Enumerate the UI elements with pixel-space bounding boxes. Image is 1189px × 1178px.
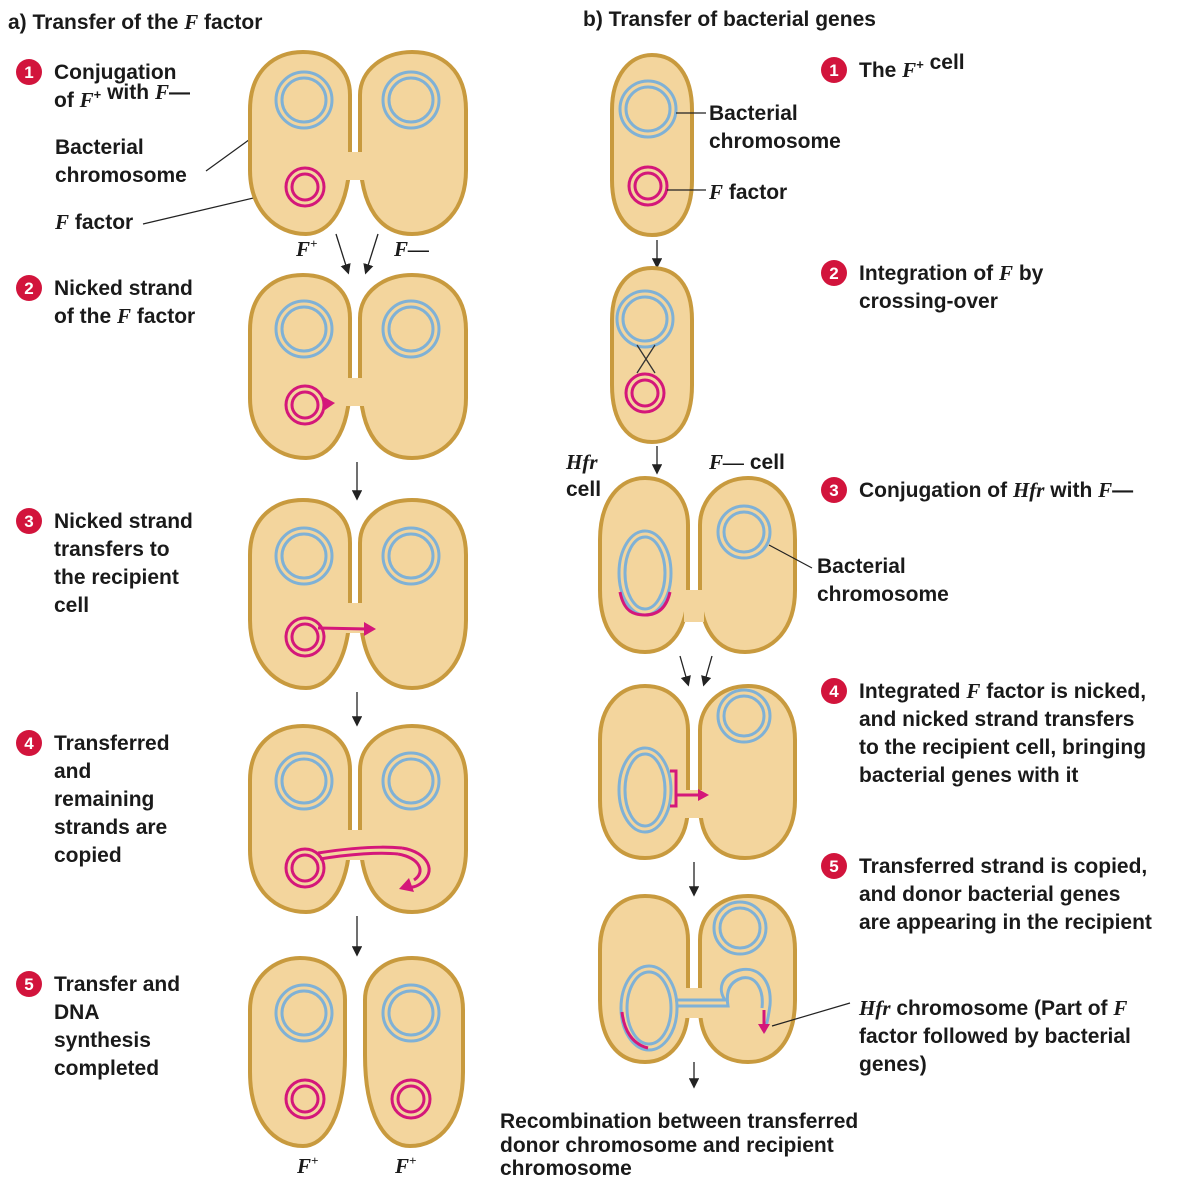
cell-pair-b4 (600, 686, 795, 858)
arrow-a-1-left (336, 234, 348, 272)
cell-pair-b5 (600, 896, 795, 1062)
svg-text:3: 3 (829, 481, 838, 500)
svg-text:5: 5 (829, 857, 838, 876)
svg-text:1: 1 (24, 63, 33, 82)
step-badge-a-1: 1 (16, 59, 42, 85)
step-label-b-2: Integration of F by (859, 261, 1044, 285)
label-bacterial-chromosome-b1: Bacterial chromosome (709, 102, 841, 153)
step-label-b-5: Transferred strand is copied, (859, 855, 1147, 878)
label-fplus-top: F+ (295, 236, 317, 261)
label-fminus-cell: F— cell (708, 450, 785, 474)
svg-text:chromosome: chromosome (500, 1157, 632, 1178)
step-badge-b-3: 3 (821, 477, 847, 503)
label-bacterial-chromosome-b2: Bacterial chromosome (817, 555, 949, 606)
svg-text:chromosome: chromosome (817, 583, 949, 606)
label-f-factor-a: F factor (54, 210, 133, 234)
arrow-a-1-right (366, 234, 378, 272)
step-label-a-2: of the F factor (54, 304, 195, 328)
step-badge-a-3: 3 (16, 508, 42, 534)
step-label-a-3: cell (54, 594, 89, 617)
step-label-b-3: Conjugation of Hfr with F— (859, 478, 1133, 502)
step-label-b-5: and donor bacterial genes (859, 883, 1120, 906)
label-fplus-bottom-left: F+ (296, 1153, 318, 1178)
panel-b-title: b) Transfer of bacterial genes (583, 8, 876, 31)
final-recombination-text: Recombination between transferred donor … (500, 1110, 858, 1178)
step-label-b-2: crossing-over (859, 290, 998, 313)
step-label-a-5: completed (54, 1057, 159, 1080)
hfr-note-line: factor followed by bacterial (859, 1025, 1131, 1048)
step-label-a-2: Nicked strand (54, 277, 193, 300)
step-badge-b-5: 5 (821, 853, 847, 879)
svg-text:Recombination between transfer: Recombination between transferred (500, 1110, 858, 1133)
step-badge-b-1: 1 (821, 57, 847, 83)
cell-pair-b3 (600, 478, 795, 652)
step-label-a-4: Transferred (54, 732, 170, 755)
label-fminus-top: F— (393, 237, 429, 261)
cell-pair-a2 (250, 275, 466, 458)
arrow-b-3-right (704, 656, 712, 684)
svg-text:Bacterial: Bacterial (817, 555, 906, 578)
step-label-a-4: strands are (54, 816, 167, 839)
hfr-note-line: genes) (859, 1053, 927, 1076)
hfr-note-line: Hfr chromosome (Part of F (858, 996, 1127, 1020)
svg-text:chromosome: chromosome (709, 130, 841, 153)
label-f-factor-b: F factor (708, 180, 787, 204)
svg-text:Bacterial: Bacterial (55, 136, 144, 159)
cell-b2 (612, 268, 692, 442)
svg-text:2: 2 (24, 279, 33, 298)
svg-text:donor chromosome and recipient: donor chromosome and recipient (500, 1134, 834, 1157)
cell-pair-a5 (250, 958, 463, 1146)
svg-text:1: 1 (829, 61, 838, 80)
cell-pair-a3 (250, 500, 466, 688)
step-label-a-1: of F+ with F— (54, 80, 190, 112)
svg-text:2: 2 (829, 264, 838, 283)
step-label-b-4: and nicked strand transfers (859, 708, 1134, 731)
step-label-a-3: transfers to (54, 538, 170, 561)
arrow-b-3-left (680, 656, 688, 684)
svg-text:5: 5 (24, 975, 33, 994)
svg-text:chromosome: chromosome (55, 164, 187, 187)
svg-text:3: 3 (24, 512, 33, 531)
step-label-a-3: Nicked strand (54, 510, 193, 533)
step-label-a-4: copied (54, 844, 122, 867)
step-badge-a-5: 5 (16, 971, 42, 997)
step-badge-b-2: 2 (821, 260, 847, 286)
cell-b1 (612, 55, 692, 235)
hfr-chromosome-note: Hfr chromosome (Part of F factor followed… (858, 996, 1131, 1076)
svg-text:4: 4 (829, 682, 839, 701)
step-label-a-4: and (54, 760, 91, 783)
cell-bridge (345, 152, 366, 180)
svg-text:Hfr: Hfr (565, 450, 598, 474)
step-label-b-4: to the recipient cell, bringing (859, 736, 1146, 759)
step-badge-b-4: 4 (821, 678, 847, 704)
cell-pair-a1 (250, 52, 466, 234)
step-label-b-4: Integrated F factor is nicked, (859, 679, 1146, 703)
label-hfr-cell: Hfr cell (565, 450, 601, 501)
svg-text:4: 4 (24, 734, 34, 753)
step-label-a-5: Transfer and (54, 973, 180, 996)
panel-a-title: a) Transfer of the F factor (8, 10, 262, 34)
step-label-b-5: are appearing in the recipient (859, 911, 1152, 934)
svg-text:cell: cell (566, 478, 601, 501)
label-fplus-bottom-right: F+ (394, 1153, 416, 1178)
label-bacterial-chromosome-a: Bacterial chromosome (55, 136, 187, 187)
step-badge-a-2: 2 (16, 275, 42, 301)
svg-text:Bacterial: Bacterial (709, 102, 798, 125)
step-label-a-3: the recipient (54, 566, 179, 589)
cell-pair-a4 (250, 726, 466, 912)
step-label-a-4: remaining (54, 788, 154, 811)
step-label-b-1: The F+ cell (859, 51, 965, 82)
step-label-a-5: DNA (54, 1001, 100, 1024)
step-label-a-5: synthesis (54, 1029, 151, 1052)
panel-b-steps: 1 The F+ cell 2 Integration of F by crossing… (821, 51, 1152, 934)
step-badge-a-4: 4 (16, 730, 42, 756)
step-label-b-4: bacterial genes with it (859, 764, 1078, 787)
